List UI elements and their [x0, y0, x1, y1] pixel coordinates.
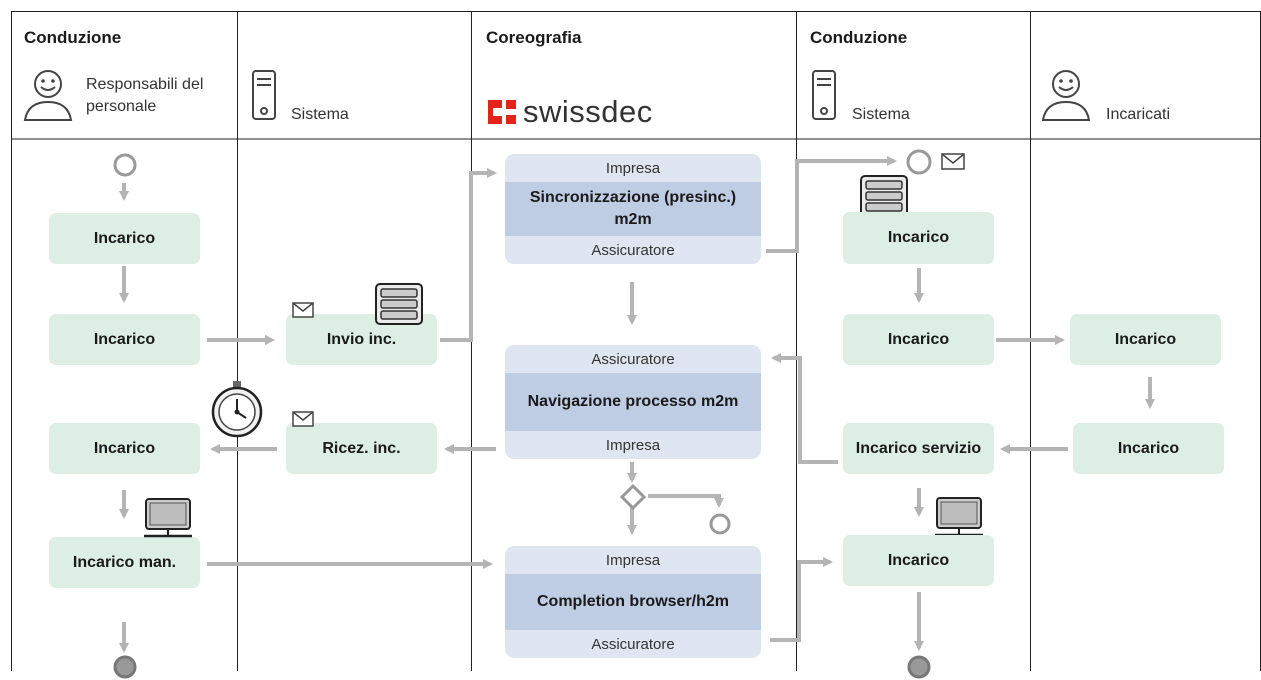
task-incarico: Incarico — [843, 314, 994, 365]
participant-bottom: Assicuratore — [505, 630, 761, 658]
role-sistema-right: Sistema — [852, 106, 910, 123]
task-incarico: Incarico — [1073, 423, 1224, 474]
task-incarico: Incarico — [49, 213, 200, 264]
end-event-icon — [907, 655, 931, 679]
role-sistema-left: Sistema — [291, 106, 349, 123]
choreography-name: Navigazione processo m2m — [505, 373, 761, 431]
person-icon — [23, 70, 73, 121]
end-event-icon — [709, 513, 731, 535]
start-event-icon — [906, 149, 932, 175]
swissdec-wordmark: swissdec — [523, 94, 653, 129]
task-incarico-servizio: Incarico servizio — [843, 423, 994, 474]
participant-top: Assicuratore — [505, 345, 761, 373]
server-icon — [812, 70, 836, 120]
monitor-icon — [935, 497, 983, 537]
role-incaricati: Incaricati — [1106, 106, 1171, 123]
choreography-task-completion: Impresa Completion browser/h2m Assicurat… — [505, 546, 761, 658]
end-event-icon — [113, 655, 137, 679]
lane-title-conduzione-left: Conduzione — [24, 28, 122, 47]
task-incarico: Incarico — [1070, 314, 1221, 365]
gateway-icon — [620, 484, 646, 510]
lane-title-coreografia: Coreografia — [486, 28, 582, 47]
server-stack-icon — [860, 175, 908, 217]
envelope-icon — [941, 153, 965, 170]
monitor-icon — [144, 498, 192, 538]
envelope-icon — [292, 302, 314, 318]
choreography-name: Sincronizzazione (presinc.) m2m — [505, 182, 761, 236]
server-icon — [252, 70, 276, 120]
task-incarico-manuale: Incarico man. — [49, 537, 200, 588]
lane-title-conduzione-right: Conduzione — [810, 28, 908, 47]
swissdec-logo: swissdec — [487, 94, 653, 130]
task-incarico: Incarico — [843, 212, 994, 264]
timer-icon — [211, 381, 263, 438]
task-incarico: Incarico — [843, 535, 994, 586]
choreography-name: Completion browser/h2m — [505, 574, 761, 630]
participant-bottom: Impresa — [505, 431, 761, 459]
swissdec-mark-icon — [488, 100, 516, 124]
task-incarico: Incarico — [49, 314, 200, 365]
participant-bottom: Assicuratore — [505, 236, 761, 264]
participant-top: Impresa — [505, 154, 761, 182]
participant-top: Impresa — [505, 546, 761, 574]
role-responsabili: Responsabili del personale — [86, 76, 204, 115]
envelope-icon — [292, 411, 314, 427]
choreography-task-sincronizzazione: Impresa Sincronizzazione (presinc.) m2m … — [505, 154, 761, 264]
task-ricezione-incarico: Ricez. inc. — [286, 423, 437, 474]
start-event-icon — [113, 153, 137, 177]
server-stack-icon — [375, 283, 423, 325]
choreography-task-navigazione: Assicuratore Navigazione processo m2m Im… — [505, 345, 761, 459]
person-icon — [1041, 70, 1091, 121]
task-incarico: Incarico — [49, 423, 200, 474]
